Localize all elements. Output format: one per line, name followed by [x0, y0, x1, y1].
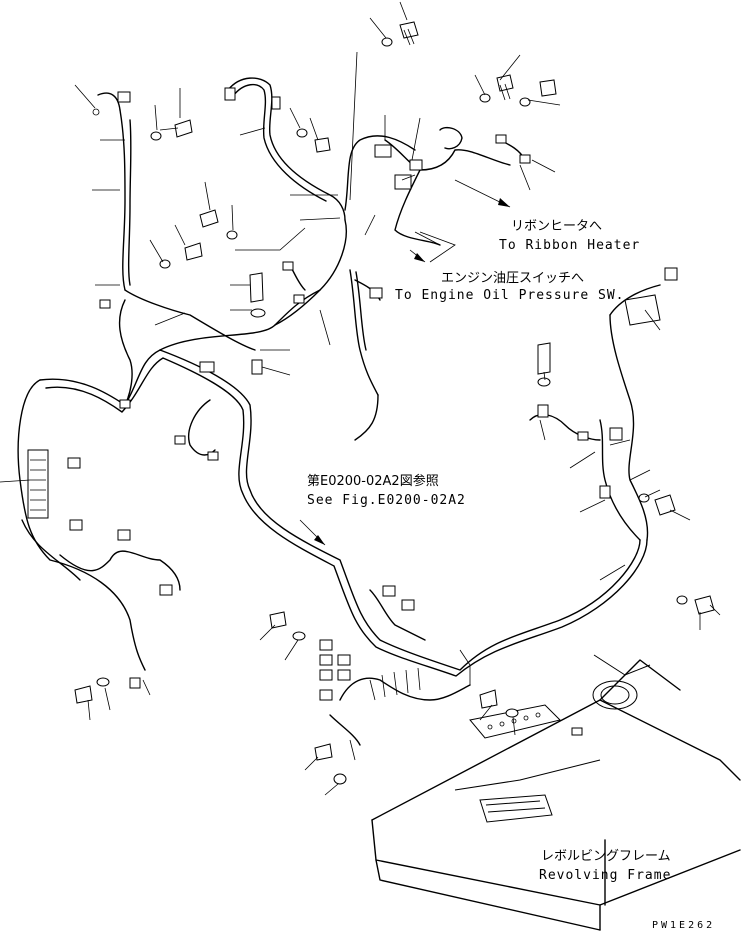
arrow-see-fig: [314, 535, 325, 545]
frame-label-en: Revolving Frame: [539, 868, 671, 883]
see-fig-label-jp: 第E0200-02A2図参照: [307, 473, 439, 489]
center-lower-components: [174, 361, 471, 746]
revolving-frame: [371, 654, 741, 931]
upper-right-harness: [374, 126, 531, 246]
main-harness: [39, 284, 661, 677]
see-fig-label-en: See Fig.E0200-02A2: [307, 493, 466, 508]
arrow-ribbon-heater: [498, 198, 510, 207]
fasteners: [74, 21, 715, 785]
oil-pressure-label-en: To Engine Oil Pressure SW.: [395, 288, 625, 303]
upper-left-harness: [92, 91, 133, 409]
leader-lines: [74, 1, 721, 796]
frame-label-jp: レボルビングフレーム: [541, 849, 671, 864]
arrow-oil-pressure: [414, 253, 425, 262]
direction-arrows: [299, 179, 511, 546]
right-components: [529, 267, 678, 499]
upper-center-harness: [224, 77, 416, 441]
oil-pressure-label-jp: エンジン油圧スイッチへ: [441, 271, 584, 286]
ribbon-heater-label-en: To Ribbon Heater: [499, 238, 640, 253]
ribbon-heater-label-jp: リボンヒータへ: [511, 219, 602, 234]
drawing-code: PW1E262: [652, 920, 715, 931]
left-branch: [0, 379, 181, 689]
